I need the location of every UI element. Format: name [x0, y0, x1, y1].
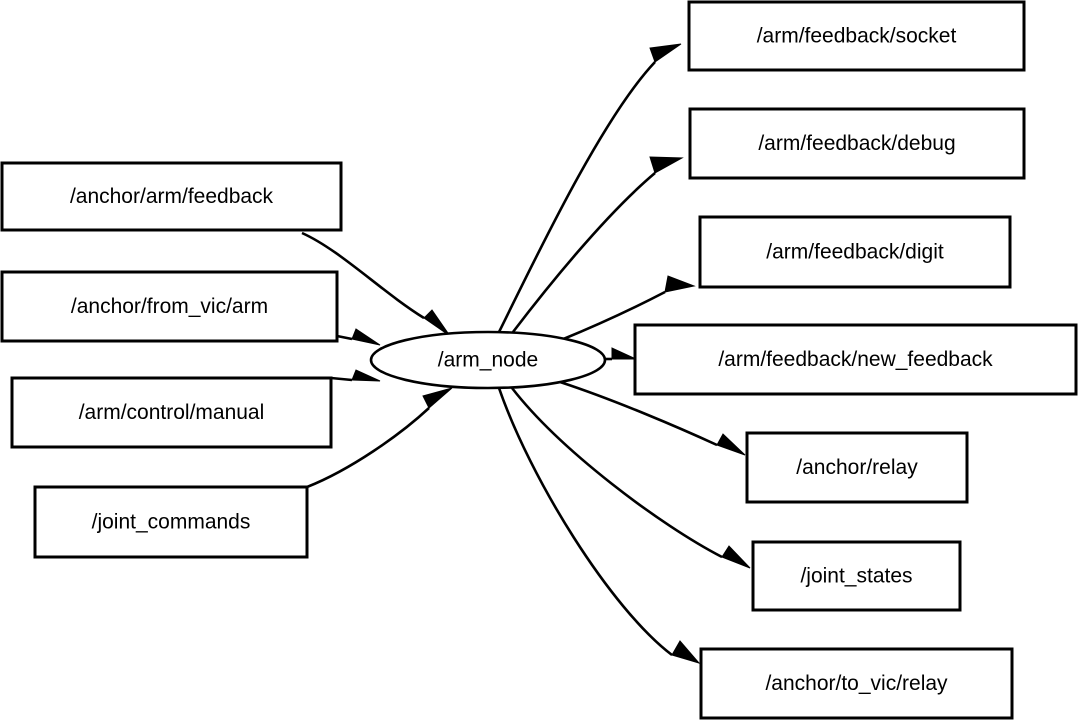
graph-edge [606, 347, 637, 361]
topic-node-output[interactable]: /arm/feedback/digit [698, 215, 1012, 289]
edge-arrowhead-icon [351, 328, 381, 346]
edge-line [301, 231, 425, 320]
node-rect[interactable] [687, 0, 1026, 72]
graph-edge [336, 328, 381, 346]
topic-node-input[interactable]: /anchor/arm/feedback [0, 161, 343, 232]
topic-node-output[interactable]: /arm/feedback/debug [688, 107, 1026, 180]
edge-arrowhead-icon [664, 275, 696, 293]
edge-line [497, 61, 656, 333]
topic-node-output[interactable]: /anchor/relay [745, 431, 969, 504]
node-rect[interactable] [688, 107, 1026, 180]
node-rect[interactable] [33, 485, 309, 559]
node-rect[interactable] [10, 376, 333, 449]
graph-edge [560, 275, 696, 342]
topic-node-output[interactable]: /anchor/to_vic/relay [699, 647, 1014, 720]
node-label: /arm/feedback/digit [766, 241, 944, 264]
node-rect[interactable] [0, 161, 343, 232]
central-node[interactable]: /arm_node [369, 330, 607, 390]
edge-line [510, 387, 723, 559]
edges-layer [301, 43, 751, 664]
topic-node-input[interactable]: /anchor/from_vic/arm [0, 270, 339, 343]
node-rect[interactable] [745, 431, 969, 504]
graph-edge [497, 43, 682, 333]
edge-arrowhead-icon [649, 43, 682, 63]
graph-edge [511, 156, 684, 333]
graph-edge [306, 387, 453, 489]
graph-edge [559, 380, 746, 456]
node-rect[interactable] [698, 215, 1012, 289]
graph-edge [510, 387, 751, 569]
node-ellipse[interactable] [369, 330, 607, 390]
edge-line [511, 172, 656, 333]
node-label: /joint_commands [92, 511, 251, 534]
edge-arrowhead-icon [649, 156, 684, 174]
edge-arrowhead-icon [721, 545, 751, 569]
topic-node-output[interactable]: /arm/feedback/socket [687, 0, 1026, 72]
edge-arrowhead-icon [671, 640, 701, 664]
node-label: /arm/feedback/debug [758, 132, 955, 155]
node-label: /anchor/to_vic/relay [765, 672, 948, 695]
node-label: /joint_states [800, 565, 912, 588]
edge-line [497, 387, 673, 657]
central-node-label: /arm_node [438, 349, 538, 372]
node-label: /anchor/from_vic/arm [71, 295, 268, 318]
edge-line [559, 380, 718, 447]
edge-arrowhead-icon [716, 433, 746, 456]
edge-line [306, 407, 430, 489]
topic-node-output[interactable]: /joint_states [751, 540, 962, 612]
edge-arrowhead-icon [351, 369, 381, 382]
node-label: /arm/feedback/socket [757, 25, 957, 48]
topic-node-input[interactable]: /arm/control/manual [10, 376, 333, 449]
node-rect[interactable] [0, 270, 339, 343]
topic-node-input[interactable]: /joint_commands [33, 485, 309, 559]
edge-line [330, 376, 353, 382]
node-label: /anchor/arm/feedback [70, 185, 274, 208]
edge-arrowhead-icon [423, 309, 451, 337]
node-label: /arm/feedback/new_feedback [718, 348, 993, 371]
graph-edge [301, 231, 451, 337]
edge-arrowhead-icon [611, 347, 637, 360]
graph-edge [330, 369, 381, 382]
node-rect[interactable] [751, 540, 962, 612]
node-rect[interactable] [633, 323, 1078, 396]
topic-node-output[interactable]: /arm/feedback/new_feedback [633, 323, 1078, 396]
node-rect[interactable] [699, 647, 1014, 720]
edge-line [560, 290, 666, 342]
graph-edge [497, 387, 701, 664]
node-label: /anchor/relay [796, 456, 918, 479]
node-label: /arm/control/manual [79, 401, 265, 424]
edge-line [336, 334, 353, 341]
edge-arrowhead-icon [422, 387, 453, 409]
